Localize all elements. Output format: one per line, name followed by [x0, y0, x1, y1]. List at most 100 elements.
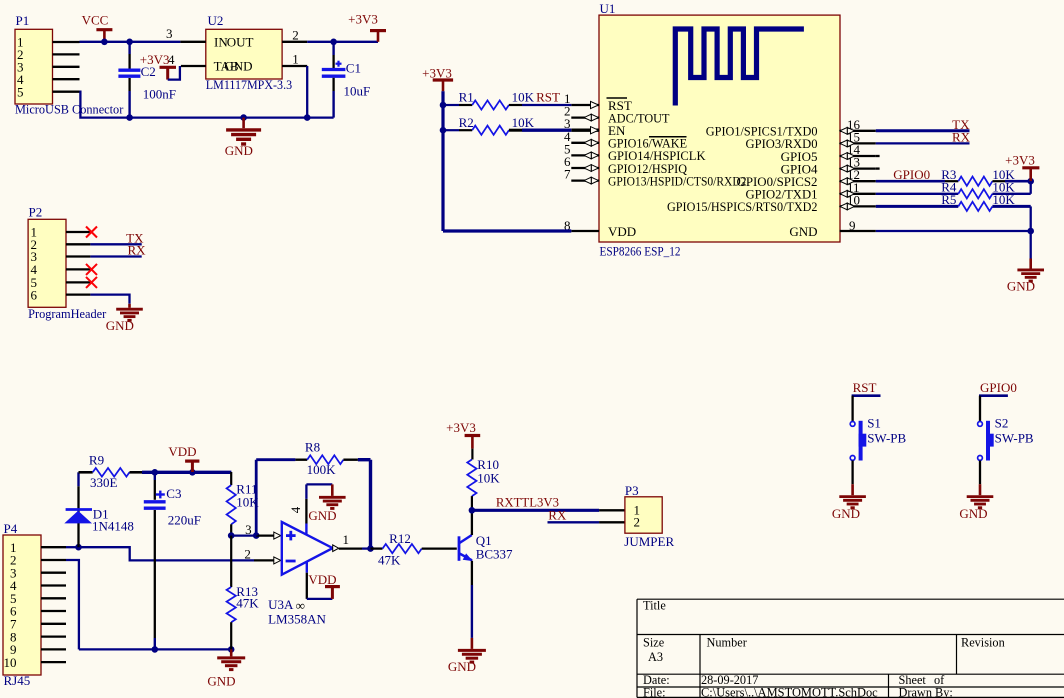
svg-text:U2: U2	[208, 13, 224, 28]
svg-text:1: 1	[564, 91, 571, 106]
svg-text:9: 9	[849, 218, 856, 233]
svg-text:VDD: VDD	[168, 444, 196, 459]
svg-text:Number: Number	[707, 636, 747, 650]
svg-text:P1: P1	[16, 13, 30, 28]
svg-text:R13: R13	[236, 584, 258, 599]
svg-text:10K: 10K	[477, 471, 500, 486]
svg-text:14: 14	[847, 142, 861, 157]
svg-text:GPIO3/RXD0: GPIO3/RXD0	[746, 136, 818, 151]
svg-text:1: 1	[31, 225, 38, 240]
svg-text:4: 4	[10, 578, 17, 593]
svg-text:1: 1	[634, 503, 641, 518]
svg-text:16: 16	[847, 117, 861, 132]
svg-text:2: 2	[634, 514, 641, 529]
svg-text:6: 6	[10, 604, 17, 619]
svg-text:4: 4	[168, 52, 175, 67]
svg-text:VDD: VDD	[608, 224, 636, 239]
svg-text:+3V3: +3V3	[140, 52, 170, 67]
svg-text:11: 11	[847, 180, 860, 195]
svg-text:LM358AN: LM358AN	[268, 612, 326, 627]
svg-text:+3V3: +3V3	[348, 12, 378, 27]
svg-text:P3: P3	[625, 483, 639, 498]
svg-text:7: 7	[10, 617, 17, 632]
svg-text:1: 1	[17, 35, 24, 50]
svg-text:12: 12	[847, 167, 860, 182]
svg-text:R11: R11	[236, 482, 257, 497]
svg-text:100nF: 100nF	[143, 87, 176, 102]
svg-text:10K: 10K	[236, 494, 259, 509]
svg-text:GPIO1/SPICS1/TXD0: GPIO1/SPICS1/TXD0	[706, 124, 818, 139]
svg-text:28-09-2017: 28-09-2017	[701, 673, 758, 687]
svg-text:7: 7	[564, 167, 571, 182]
svg-text:TX: TX	[952, 117, 970, 132]
svg-text:GPIO2/TXD1: GPIO2/TXD1	[746, 187, 818, 202]
svg-text:Drawn By:: Drawn By:	[899, 686, 953, 698]
svg-text:100K: 100K	[307, 462, 337, 477]
svg-text:+3V3: +3V3	[1005, 153, 1035, 168]
svg-text:R12: R12	[389, 531, 411, 546]
svg-text:∞: ∞	[296, 598, 305, 613]
svg-text:RST: RST	[608, 98, 632, 113]
svg-text:10uF: 10uF	[344, 84, 371, 99]
svg-text:3: 3	[564, 116, 571, 131]
svg-text:2: 2	[564, 104, 571, 119]
svg-text:JUMPER: JUMPER	[624, 534, 674, 549]
svg-text:4: 4	[17, 72, 24, 87]
svg-text:U1: U1	[600, 1, 616, 16]
svg-text:LM1117MPX-3.3: LM1117MPX-3.3	[206, 77, 292, 92]
svg-text:GND: GND	[207, 674, 235, 689]
svg-text:RX: RX	[548, 508, 567, 523]
svg-text:10K: 10K	[512, 90, 535, 105]
svg-text:1: 1	[292, 52, 299, 67]
svg-text:10K: 10K	[992, 180, 1015, 195]
svg-text:5: 5	[10, 591, 17, 606]
svg-text:RXTTL3V3: RXTTL3V3	[496, 495, 559, 510]
svg-text:S2: S2	[995, 416, 1009, 431]
svg-text:10: 10	[4, 655, 17, 670]
svg-text:IN: IN	[214, 34, 228, 49]
svg-text:R10: R10	[477, 457, 499, 472]
svg-text:TAB: TAB	[214, 59, 239, 74]
svg-text:S1: S1	[867, 416, 881, 431]
svg-text:GPIO0: GPIO0	[980, 380, 1017, 395]
svg-text:GPIO15/HSPICS/RTS0/TXD2: GPIO15/HSPICS/RTS0/TXD2	[667, 199, 818, 214]
svg-text:VCC: VCC	[82, 13, 109, 28]
svg-text:RJ45: RJ45	[4, 673, 31, 688]
svg-text:5: 5	[17, 84, 24, 99]
svg-text:GPIO14/HSPICLK: GPIO14/HSPICLK	[608, 148, 706, 163]
svg-text:13: 13	[847, 155, 860, 170]
svg-text:47K: 47K	[378, 553, 401, 568]
svg-text:GND: GND	[308, 508, 336, 523]
svg-text:4: 4	[288, 506, 303, 513]
svg-text:RX: RX	[127, 243, 146, 258]
svg-text:GND: GND	[448, 659, 476, 674]
svg-text:C1: C1	[346, 61, 361, 76]
svg-text:Sheet: Sheet	[899, 673, 927, 687]
svg-text:ADC/TOUT: ADC/TOUT	[608, 110, 669, 125]
svg-text:BC337: BC337	[476, 547, 513, 562]
svg-text:8: 8	[10, 629, 17, 644]
svg-text:MicroUSB Connector: MicroUSB Connector	[15, 102, 124, 117]
svg-text:GND: GND	[224, 59, 252, 74]
svg-text:VDD: VDD	[308, 572, 336, 587]
svg-text:of: of	[934, 673, 945, 687]
svg-text:10K: 10K	[512, 115, 535, 130]
svg-text:GPIO0/SPICS2: GPIO0/SPICS2	[737, 174, 818, 189]
svg-text:Revision: Revision	[961, 636, 1005, 650]
svg-text:5: 5	[31, 275, 38, 290]
svg-text:D1: D1	[93, 507, 109, 522]
svg-text:TX: TX	[126, 230, 144, 245]
svg-text:EN: EN	[608, 123, 626, 138]
svg-text:GPIO0: GPIO0	[893, 167, 930, 182]
svg-text:R4: R4	[941, 180, 957, 195]
svg-text:SW-PB: SW-PB	[867, 430, 906, 445]
svg-text:A3: A3	[648, 650, 663, 664]
svg-text:GPIO5: GPIO5	[781, 149, 818, 164]
svg-text:R1: R1	[459, 90, 474, 105]
svg-text:GPIO12/HSPIQ: GPIO12/HSPIQ	[608, 161, 688, 176]
svg-text:GND: GND	[1007, 279, 1035, 294]
svg-text:GND: GND	[106, 318, 134, 333]
svg-text:10K: 10K	[992, 167, 1015, 182]
svg-text:ProgramHeader: ProgramHeader	[28, 306, 107, 321]
svg-text:3: 3	[31, 249, 38, 264]
